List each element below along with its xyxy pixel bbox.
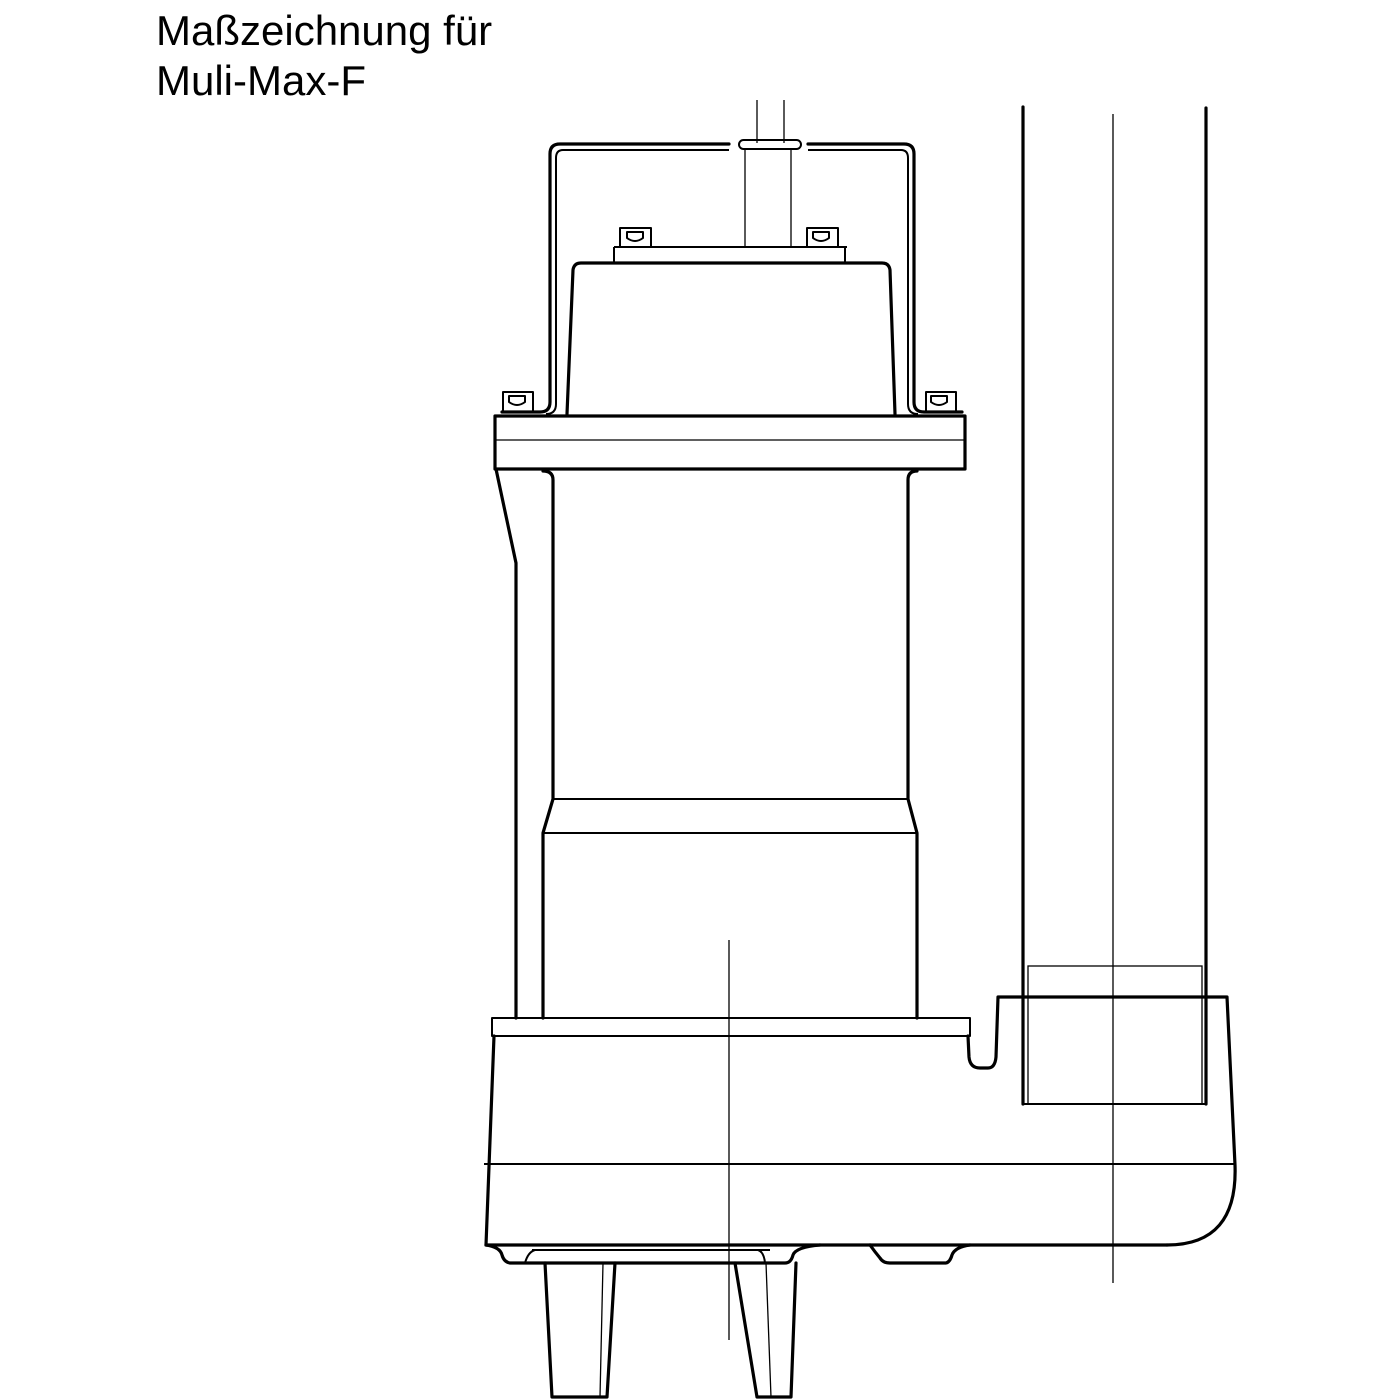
bolt-icon	[925, 391, 957, 413]
bolt-icon	[502, 391, 534, 413]
motor-housing	[494, 467, 919, 1020]
discharge-pipe	[1021, 105, 1208, 1283]
cable	[738, 100, 802, 247]
carrying-handle	[500, 142, 964, 415]
drawing-title: Maßzeichnung für Muli-Max-F	[156, 6, 492, 106]
title-line-1: Maßzeichnung für	[156, 7, 493, 54]
motor-cap	[565, 246, 897, 416]
top-flange	[493, 414, 967, 471]
lower-flange	[491, 1017, 971, 1037]
bolt-icon	[806, 227, 839, 248]
pump-feet	[543, 1261, 798, 1399]
bolt-icon	[619, 227, 652, 248]
pump-volute	[484, 995, 1237, 1265]
title-line-2: Muli-Max-F	[156, 57, 366, 104]
